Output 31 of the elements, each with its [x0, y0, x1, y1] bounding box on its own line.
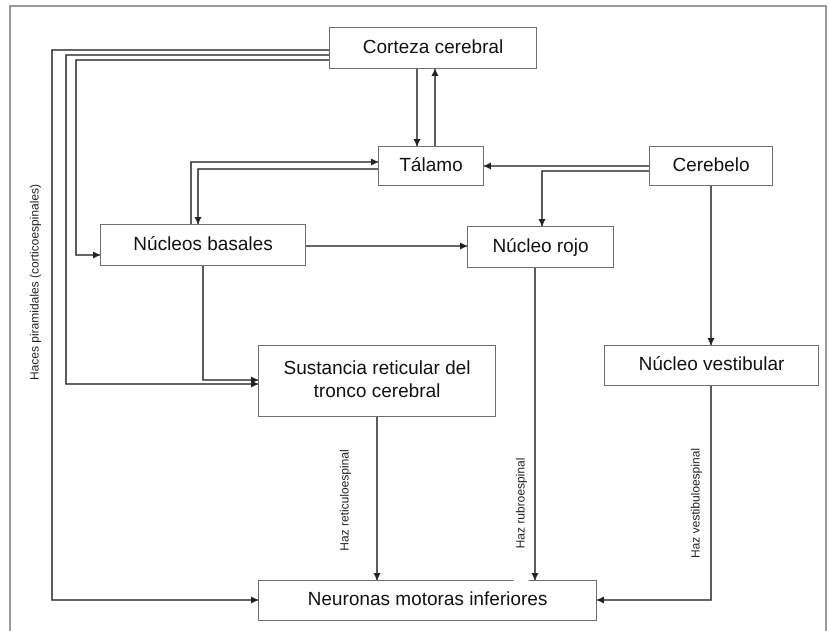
- arrow: [65, 54, 329, 388]
- node-label: Sustancia reticular del tronco cerebral: [282, 358, 472, 404]
- arrow: [538, 170, 649, 226]
- node-box: [258, 345, 496, 417]
- arrow: [75, 59, 329, 258]
- node-box: [649, 146, 773, 186]
- node-label: Núcleo vestibular: [638, 354, 784, 377]
- arrow: [190, 158, 378, 224]
- node-box: [378, 146, 484, 186]
- arrow: [414, 69, 420, 146]
- arrow: [597, 386, 712, 604]
- node-box: [329, 27, 537, 69]
- node-label: Núcleo rojo: [492, 236, 589, 258]
- arrow: [484, 162, 649, 170]
- arrow: [306, 242, 467, 250]
- arrow: [51, 49, 329, 604]
- node-label: Tálamo: [399, 154, 463, 178]
- arrow: [194, 168, 378, 224]
- node-box: [604, 345, 819, 386]
- arrow: [532, 268, 538, 580]
- node-label: Cerebelo: [672, 154, 750, 178]
- arrow: [202, 266, 258, 384]
- node-label: Corteza cerebral: [362, 36, 504, 60]
- node-box: [100, 224, 306, 266]
- node-label: Núcleos basales: [133, 234, 273, 256]
- arrow: [432, 69, 438, 146]
- arrow: [708, 186, 714, 345]
- node-box: [258, 580, 597, 621]
- node-label: Neuronas motoras inferiores: [308, 589, 548, 612]
- node-box: [467, 226, 614, 268]
- arrow: [374, 417, 380, 580]
